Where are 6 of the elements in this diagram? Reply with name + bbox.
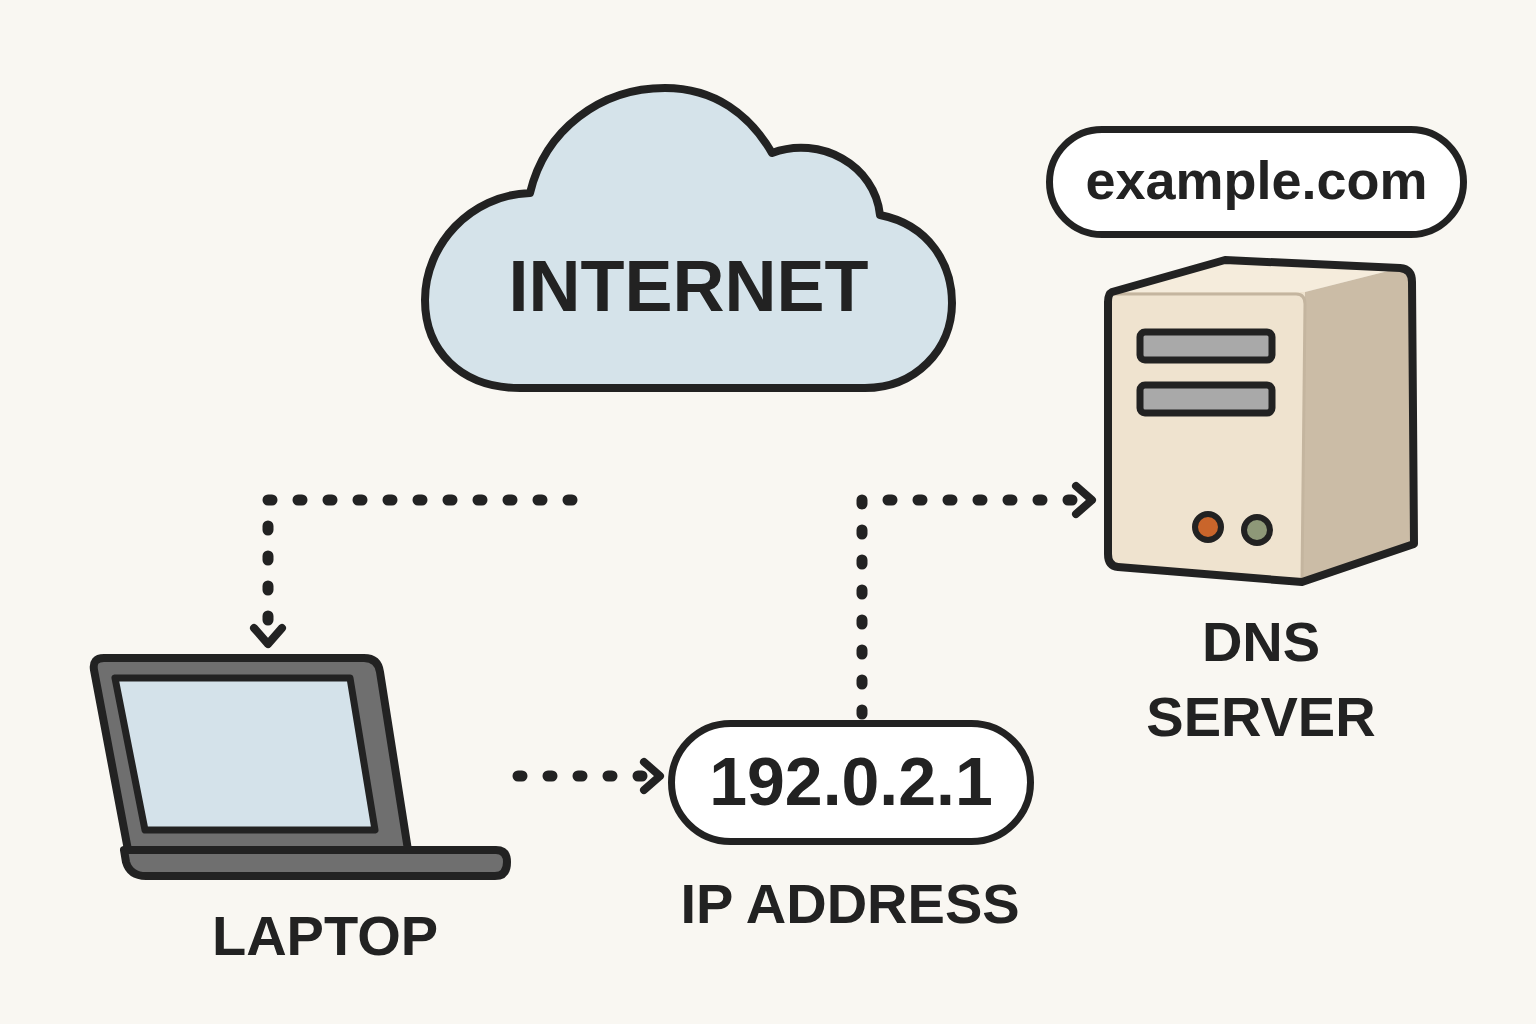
cloud-label: INTERNET — [508, 248, 869, 324]
node-caption: DNS SERVER — [1145, 609, 1377, 750]
node-caption: LAPTOP — [211, 903, 439, 969]
node-caption: IP ADDRESS — [680, 871, 1020, 937]
domain-pill: example.com — [1046, 126, 1467, 238]
address-pill: 192.0.2.1 — [668, 720, 1034, 845]
